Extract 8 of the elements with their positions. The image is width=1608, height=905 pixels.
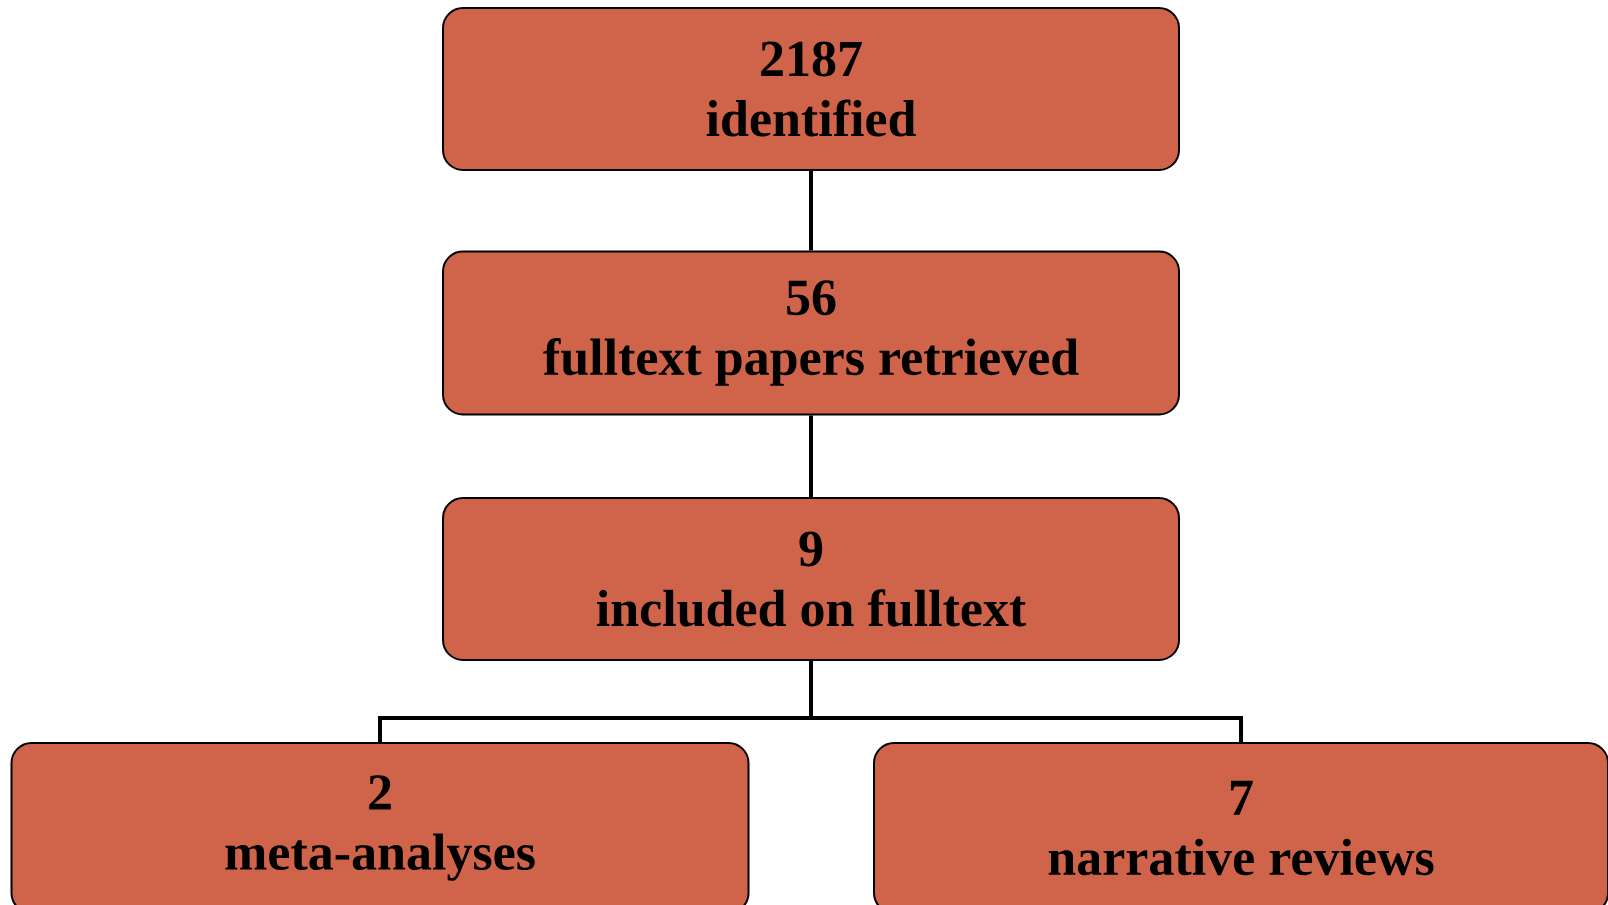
connector-line [809,171,813,251]
process-box: 56 fulltext papers retrieved [442,250,1180,416]
process-box: 2187 identified [442,7,1180,171]
connector-line [809,661,1243,742]
process-box: 9 included on fulltext [442,497,1180,661]
process-box: 2 meta-analyses [10,742,750,905]
connector-line [809,415,813,497]
process-box: 7 narrative reviews [873,742,1608,905]
